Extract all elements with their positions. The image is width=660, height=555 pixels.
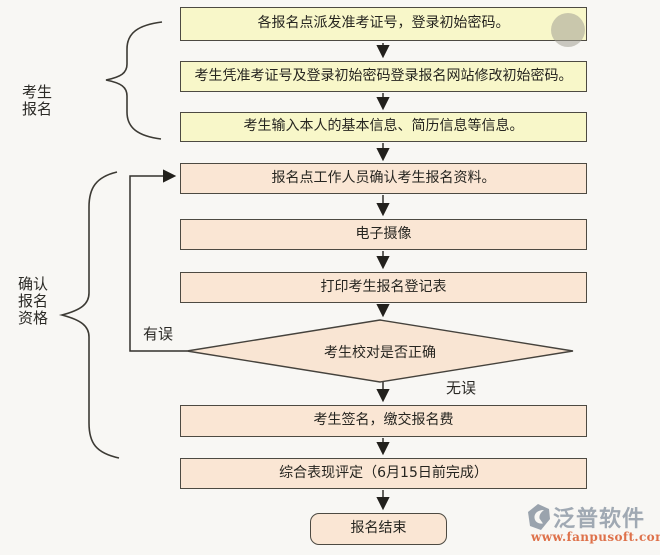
arrow-feedback-error [129,169,187,352]
brace-registration-group [105,21,163,140]
fanpu-logo-icon [528,504,550,530]
flow-arrows [129,43,390,511]
flow-step-evaluation: 综合表现评定（6月15日前完成） [180,458,587,489]
brand-name: 泛普软件 [553,507,646,532]
group-label-confirmation: 确认 报名 资格 [18,275,49,327]
brand-watermark: 泛普软件 [527,501,645,533]
flow-step-sign-pay: 考生签名，缴交报名费 [180,405,587,437]
decision-text: 考生校对是否正确 [324,345,436,361]
group-braces [58,21,163,459]
decision-diamond-shape [186,319,574,383]
brace-confirmation-group [58,171,120,459]
branch-label-ok: 无误 [446,379,477,397]
flow-step-change-password: 考生凭准考证号及登录初始密码登录报名网站修改初始密码。 [180,61,587,92]
flow-step-issue-ticket: 各报名点派发准考证号，登录初始密码。 [180,7,587,41]
watermark-circle [551,13,585,47]
flow-end-node: 报名结束 [310,513,447,545]
branch-label-error: 有误 [143,325,174,343]
flow-step-enter-info: 考生输入本人的基本信息、简历信息等信息。 [180,112,587,142]
brand-url: www.fanpusoft.com [531,530,660,544]
flow-step-confirm-materials: 报名点工作人员确认考生报名资料。 [180,163,587,194]
flow-step-photo: 电子摄像 [180,219,587,250]
flow-step-print-form: 打印考生报名登记表 [180,272,587,303]
group-label-registration: 考生 报名 [22,83,53,118]
